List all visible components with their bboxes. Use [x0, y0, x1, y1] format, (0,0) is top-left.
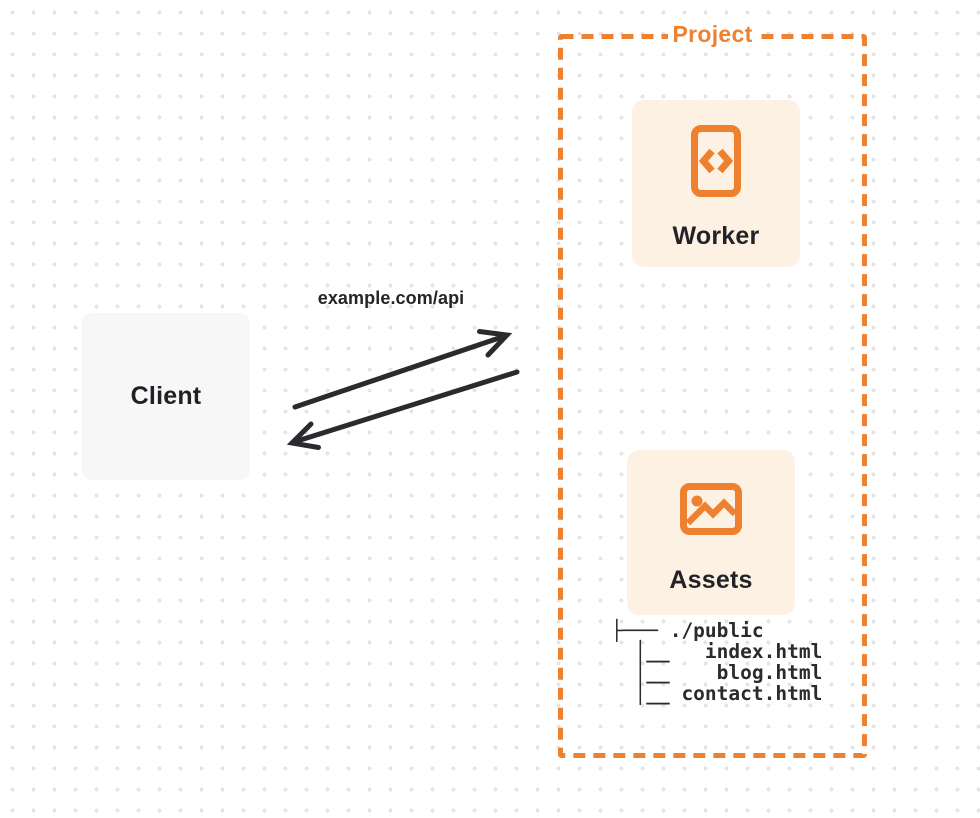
request-arrow — [292, 329, 513, 410]
assets-label: Assets — [669, 566, 753, 594]
image-icon — [680, 483, 742, 535]
request-url-label: example.com/api — [317, 288, 465, 308]
tree-line-contact: │__ contact.html — [611, 682, 823, 705]
assets-file-tree: ├─── ./public │__ index.html │__ blog.ht… — [611, 620, 822, 704]
code-file-icon — [691, 125, 741, 197]
project-label: Project — [667, 21, 758, 47]
client-node: Client — [82, 313, 250, 480]
project-group: Project Worker Assets ├─── ./public │__ … — [558, 21, 867, 758]
tree-line-public: ├─── ./public — [611, 619, 764, 642]
response-arrow — [286, 369, 520, 450]
worker-node: Worker — [632, 100, 800, 267]
client-label: Client — [130, 382, 202, 410]
tree-line-blog: │__ blog.html — [611, 661, 823, 684]
worker-label: Worker — [672, 222, 760, 250]
assets-node: Assets — [627, 450, 795, 615]
tree-line-index: │__ index.html — [611, 640, 823, 663]
